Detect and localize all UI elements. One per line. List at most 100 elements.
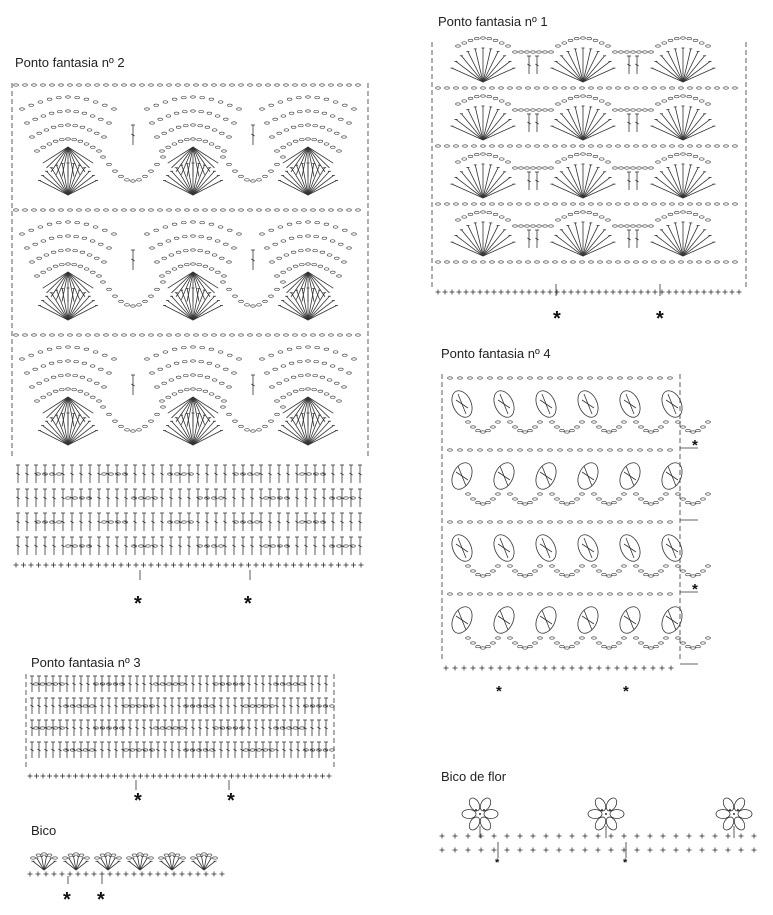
chain-stitch	[463, 203, 468, 205]
chain-stitch	[661, 87, 666, 89]
chain-stitch	[172, 268, 177, 270]
chain-stitch	[581, 153, 586, 155]
chain-stitch	[138, 853, 143, 855]
chain-stitch	[94, 257, 99, 259]
chain-stitch	[300, 727, 305, 729]
chain-stitch	[298, 249, 303, 251]
chain-stitch	[463, 261, 468, 263]
chain-stitch	[478, 449, 483, 451]
chain-stitch	[155, 136, 160, 138]
chain-stitch	[84, 223, 89, 225]
chain-stitch	[679, 261, 684, 263]
chain-stitch	[481, 431, 486, 433]
chain-stitch	[606, 45, 611, 47]
chain-stitch	[209, 268, 214, 270]
chain-stitch	[311, 334, 316, 336]
chain-stitch	[51, 126, 56, 128]
chain-stitch	[674, 95, 679, 97]
chain-stitch	[581, 95, 586, 97]
stitch-chart-p1	[428, 34, 753, 302]
chain-stitch	[681, 570, 686, 572]
chain-stitch	[207, 112, 212, 114]
chain-stitch	[312, 138, 317, 140]
chain-stitch	[499, 100, 504, 102]
chain-stitch	[269, 170, 274, 172]
chain-stitch	[80, 251, 85, 253]
chain-stitch	[182, 110, 187, 112]
chain-stitch	[612, 501, 617, 503]
chain-stitch	[149, 857, 154, 859]
chain-stitch	[219, 382, 224, 384]
chain-stitch	[90, 240, 95, 242]
chain-stitch	[77, 209, 82, 211]
chain-stitch	[98, 243, 103, 245]
chain-stitch	[239, 209, 244, 211]
chain-stitch	[162, 257, 167, 259]
chain-stitch	[35, 150, 40, 152]
chain-stitch	[102, 473, 107, 475]
chain-stitch	[227, 386, 232, 388]
chain-stitch	[565, 503, 570, 505]
chain-stitch	[519, 109, 524, 111]
chain-stitch	[347, 334, 352, 336]
chain-stitch	[191, 138, 196, 140]
chain-stitch	[218, 226, 223, 228]
chain-stitch	[658, 593, 663, 595]
chain-stitch	[562, 261, 567, 263]
chain-stitch	[493, 155, 498, 157]
chain-stitch	[174, 362, 179, 364]
chain-stitch	[56, 346, 61, 348]
chain-stitch	[628, 449, 633, 451]
chain-stitch	[662, 42, 667, 44]
chain-stitch	[74, 853, 79, 855]
chain-stitch	[706, 87, 711, 89]
chain-stitch	[222, 400, 227, 402]
chain-stitch	[271, 497, 276, 499]
chain-stitch	[239, 425, 244, 427]
chain-stitch	[149, 334, 154, 336]
chain-stitch	[625, 261, 630, 263]
chain-stitch	[257, 304, 262, 306]
chain-stitch	[239, 334, 244, 336]
chain-stitch	[656, 219, 661, 221]
chain-stitch	[661, 261, 666, 263]
chain-stitch	[203, 209, 208, 211]
chain-stitch	[658, 377, 663, 379]
chain-stitch	[218, 351, 223, 353]
chain-stitch	[296, 96, 301, 98]
chain-stitch	[701, 426, 706, 428]
chain-stitch	[293, 727, 298, 729]
chain-stitch	[558, 449, 563, 451]
chain-stitch	[102, 354, 107, 356]
chain-stitch	[518, 449, 523, 451]
chain-stitch	[472, 261, 477, 263]
chain-stitch	[697, 203, 702, 205]
chain-stitch	[167, 727, 172, 729]
chain-stitch	[239, 300, 244, 302]
chain-stitch	[270, 136, 275, 138]
chain-stitch	[191, 96, 196, 98]
chain-stitch	[580, 637, 585, 639]
chain-stitch	[463, 87, 468, 89]
diagram-title-p4: Ponto fantasia nº 4	[441, 346, 551, 361]
chain-stitch	[90, 365, 95, 367]
chain-stitch	[490, 145, 495, 147]
chain-stitch	[327, 379, 332, 381]
chain-stitch	[29, 354, 34, 356]
chain-stitch	[631, 167, 636, 169]
chain-stitch	[697, 87, 702, 89]
chain-stitch	[508, 87, 513, 89]
chain-stitch	[53, 727, 58, 729]
chain-stitch	[90, 146, 95, 148]
chain-stitch	[538, 421, 543, 423]
chain-stitch	[330, 365, 335, 367]
chain-stitch	[656, 103, 661, 105]
chain-stitch	[631, 225, 636, 227]
chain-stitch	[191, 249, 196, 251]
chain-stitch	[232, 122, 237, 124]
chart-flor	[436, 786, 766, 866]
chain-stitch	[223, 118, 228, 120]
chain-stitch	[191, 374, 196, 376]
chain-stitch	[212, 379, 217, 381]
chain-stitch	[269, 229, 274, 231]
